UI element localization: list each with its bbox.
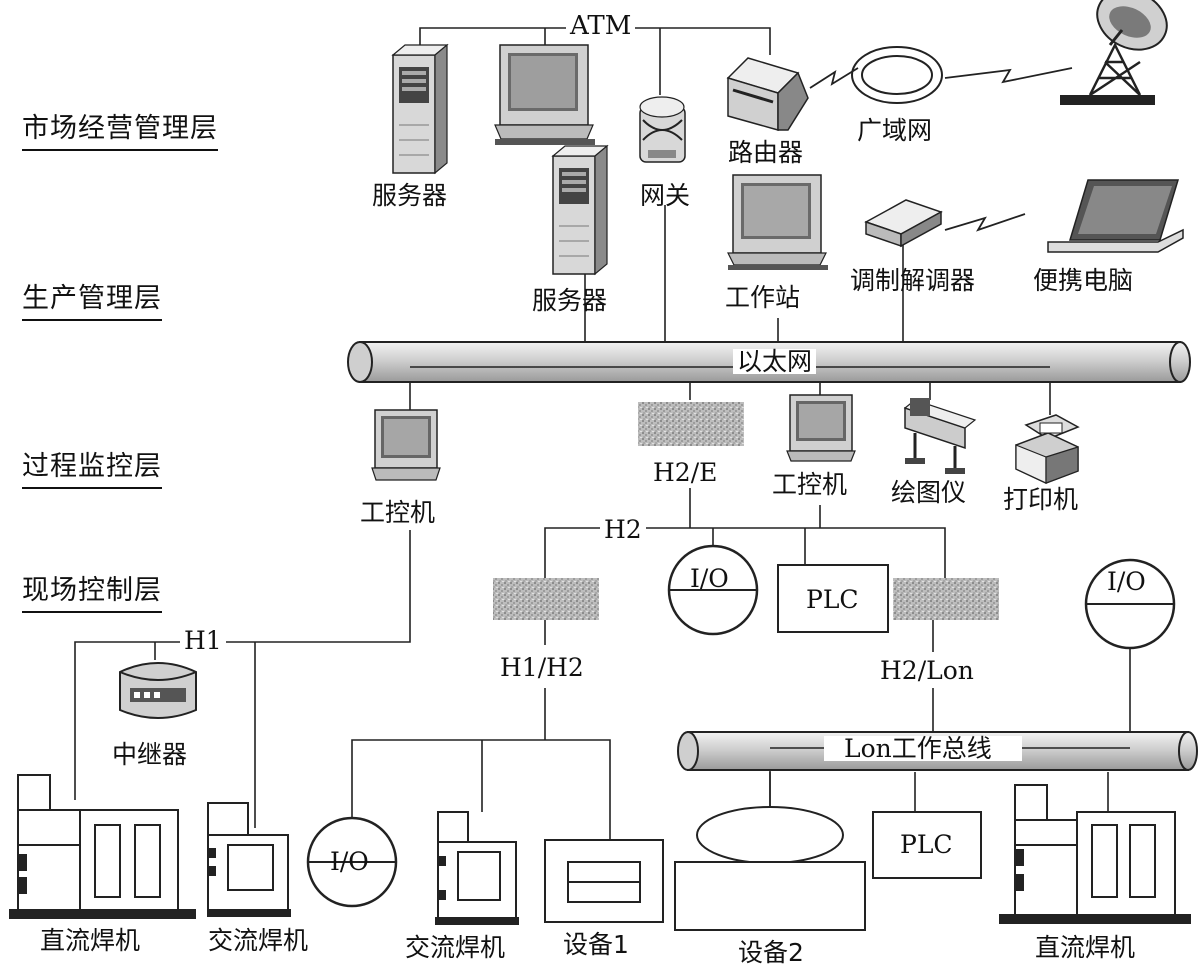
server2-label: 服务器 [532,286,608,315]
router-icon [726,57,809,131]
dc-welder-right-icon [999,784,1191,924]
io-module-right [1084,558,1176,650]
server1-label: 服务器 [372,181,448,210]
plc-bottom-label: PLC [900,830,953,859]
plc-box-top [777,564,889,633]
modem-label: 调制解调器 [850,266,976,295]
plc-top-label: PLC [806,585,859,614]
laptop-label: 便携电脑 [1033,266,1134,295]
plc-box-bottom [872,811,982,879]
h2e-gateway-block [638,402,744,446]
dc-welder-left-label: 直流焊机 [40,926,141,955]
wireless-link-icon [944,213,1026,232]
dc-welder-right-label: 直流焊机 [1035,933,1136,962]
ipc-center-label: 工控机 [772,470,848,499]
printer-icon [1015,414,1080,484]
dc-welder-left-icon [9,774,196,919]
device2-icon [674,806,866,931]
ipc-left-label: 工控机 [360,498,436,527]
h2-bus-label: H2 [600,517,646,542]
layer-label-field: 现场控制层 [22,568,162,613]
h2lon-gateway-block [893,578,999,620]
wireless-link-icon [944,67,1073,84]
router-label: 路由器 [728,138,804,167]
ethernet-label: 以太网 [733,349,817,374]
io-top-label: I/O [690,564,729,593]
ac-welder-left-label: 交流焊机 [208,926,309,955]
h1h2-bus-line [351,739,611,855]
modem-icon [864,199,943,248]
lon-bus-label: Lon工作总线 [824,736,1022,761]
io-module-bottom [306,816,398,908]
computer-icon-top [494,44,595,145]
ac-welder-mid-label: 交流焊机 [405,933,506,962]
device2-label: 设备2 [738,938,804,967]
h1h2-label: H1/H2 [500,653,584,682]
h1-bus-line [74,530,411,800]
device1-icon [544,839,664,923]
h2lon-label: H2/Lon [880,656,974,685]
wan-ring-icon [851,46,943,104]
plotter-icon [903,398,977,474]
gateway-label: 网关 [640,181,691,210]
h1h2-gateway-block [493,578,599,620]
h1-bus-label: H1 [180,628,226,653]
server-icon-2 [551,144,609,276]
ac-welder-mid-icon [435,811,519,925]
satellite-dish-icon [1060,0,1168,105]
ipc-left-icon [371,409,441,481]
io-bottom-label: I/O [330,847,369,876]
device1-label: 设备1 [563,930,629,959]
server-icon-1 [391,43,449,175]
printer-label: 打印机 [1003,485,1079,514]
layer-label-production: 生产管理层 [22,276,162,321]
repeater-icon [119,662,197,719]
layer-label-process: 过程监控层 [22,444,162,489]
io-right-label: I/O [1107,567,1146,596]
workstation-icon [727,174,828,270]
wireless-link-icon [809,67,859,89]
gateway-icon [639,96,686,163]
workstation-label: 工作站 [725,283,801,312]
h2-bus-line [544,527,946,578]
layer-label-market: 市场经营管理层 [22,106,218,151]
repeater-label: 中继器 [112,740,188,769]
atm-label: ATM [566,13,636,39]
ac-welder-left-icon [207,802,291,917]
h2e-label: H2/E [653,458,718,487]
io-module-top [667,544,759,636]
laptop-icon [1047,179,1184,253]
ipc-center-icon [786,394,856,462]
wan-label: 广域网 [857,116,933,145]
plotter-label: 绘图仪 [891,478,967,507]
